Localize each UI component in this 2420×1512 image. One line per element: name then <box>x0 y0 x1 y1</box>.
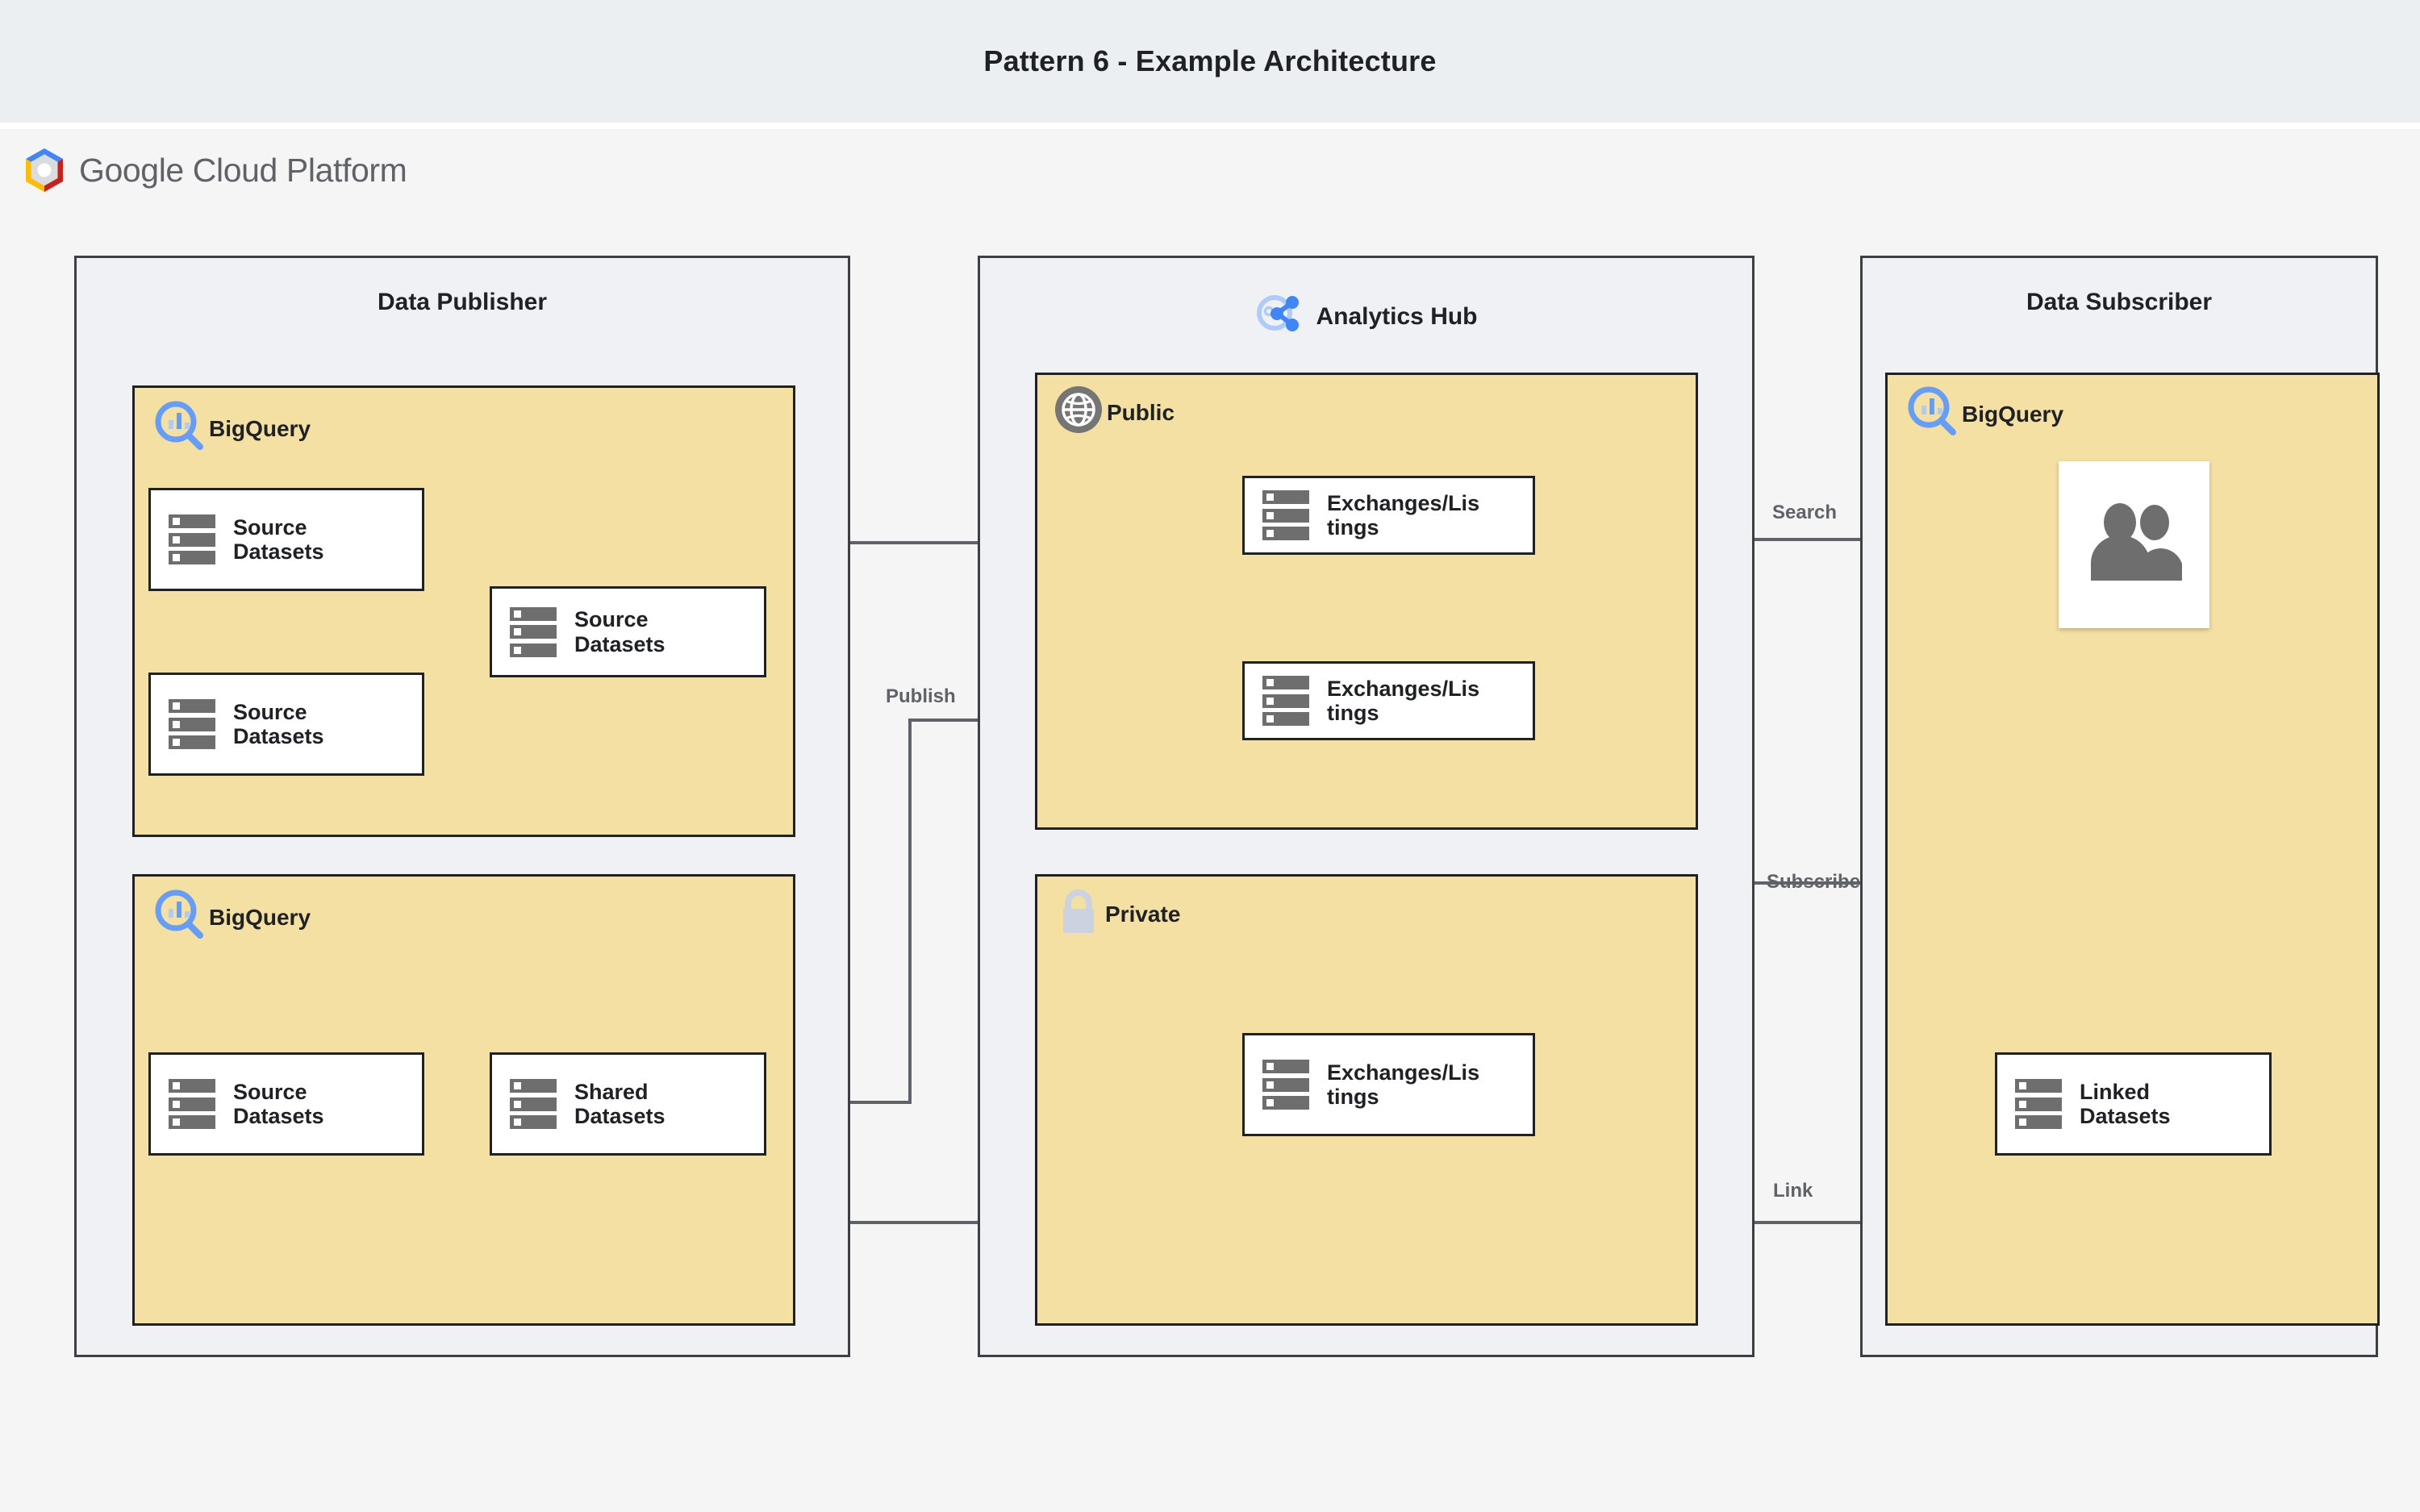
zone-title-data-subscriber: Data Subscriber <box>2026 289 2213 315</box>
edge-label-publish: Publish <box>886 685 956 707</box>
group-label-text: BigQuery <box>1962 401 2064 427</box>
globe-icon <box>1054 385 1104 440</box>
group-label-bigquery-bottom: BigQuery <box>152 888 311 947</box>
dataset-stack-icon <box>169 699 215 749</box>
page-header: Pattern 6 - Example Architecture <box>0 0 2420 123</box>
brand-cloud-platform: Cloud Platform <box>183 151 407 189</box>
dataset-stack-icon <box>2015 1079 2062 1129</box>
group-label-public: Public <box>1054 385 1175 440</box>
edge-label-link: Link <box>1773 1180 1813 1202</box>
google-cloud-hexagon-icon <box>23 147 66 194</box>
group-label-text: Public <box>1107 399 1175 425</box>
zone-title-analytics-hub: Analytics Hub <box>980 289 1752 345</box>
zone-title-text: Analytics Hub <box>1316 303 1478 330</box>
dataset-stack-icon <box>169 514 215 564</box>
users-group-icon <box>2081 499 2188 590</box>
page-title: Pattern 6 - Example Architecture <box>983 44 1437 77</box>
group-label-private: Private <box>1055 886 1180 942</box>
dataset-stack-icon <box>1262 490 1309 540</box>
node-subscriber-users[interactable] <box>2059 461 2209 628</box>
edge-label-subscribe: Subscribe <box>1767 871 1861 893</box>
google-cloud-platform-logo: Google Cloud Platform <box>23 147 407 194</box>
group-hub-public[interactable]: Public <box>1035 373 1698 830</box>
group-label-text: BigQuery <box>209 415 311 441</box>
brand-google: Google <box>79 151 184 189</box>
group-label-bigquery-top: BigQuery <box>152 399 311 458</box>
bigquery-magnifier-icon <box>1905 385 1959 444</box>
dataset-stack-icon <box>169 1079 215 1129</box>
dataset-stack-icon <box>1262 1060 1309 1110</box>
edge-label-search: Search <box>1772 502 1838 523</box>
dataset-stack-icon <box>510 606 557 657</box>
dataset-stack-icon <box>1262 676 1309 726</box>
group-label-text: Private <box>1105 901 1181 927</box>
dataset-stack-icon <box>510 1079 557 1129</box>
zone-title-data-publisher: Data Publisher <box>377 289 548 315</box>
padlock-icon <box>1055 886 1102 942</box>
group-label-text: BigQuery <box>209 904 311 930</box>
group-label-bigquery-subscriber: BigQuery <box>1905 385 2063 444</box>
analytics-hub-share-icon <box>1254 289 1304 345</box>
bigquery-magnifier-icon <box>152 888 206 947</box>
google-cloud-platform-wordmark: Google Cloud Platform <box>79 152 407 190</box>
bigquery-magnifier-icon <box>152 399 206 458</box>
